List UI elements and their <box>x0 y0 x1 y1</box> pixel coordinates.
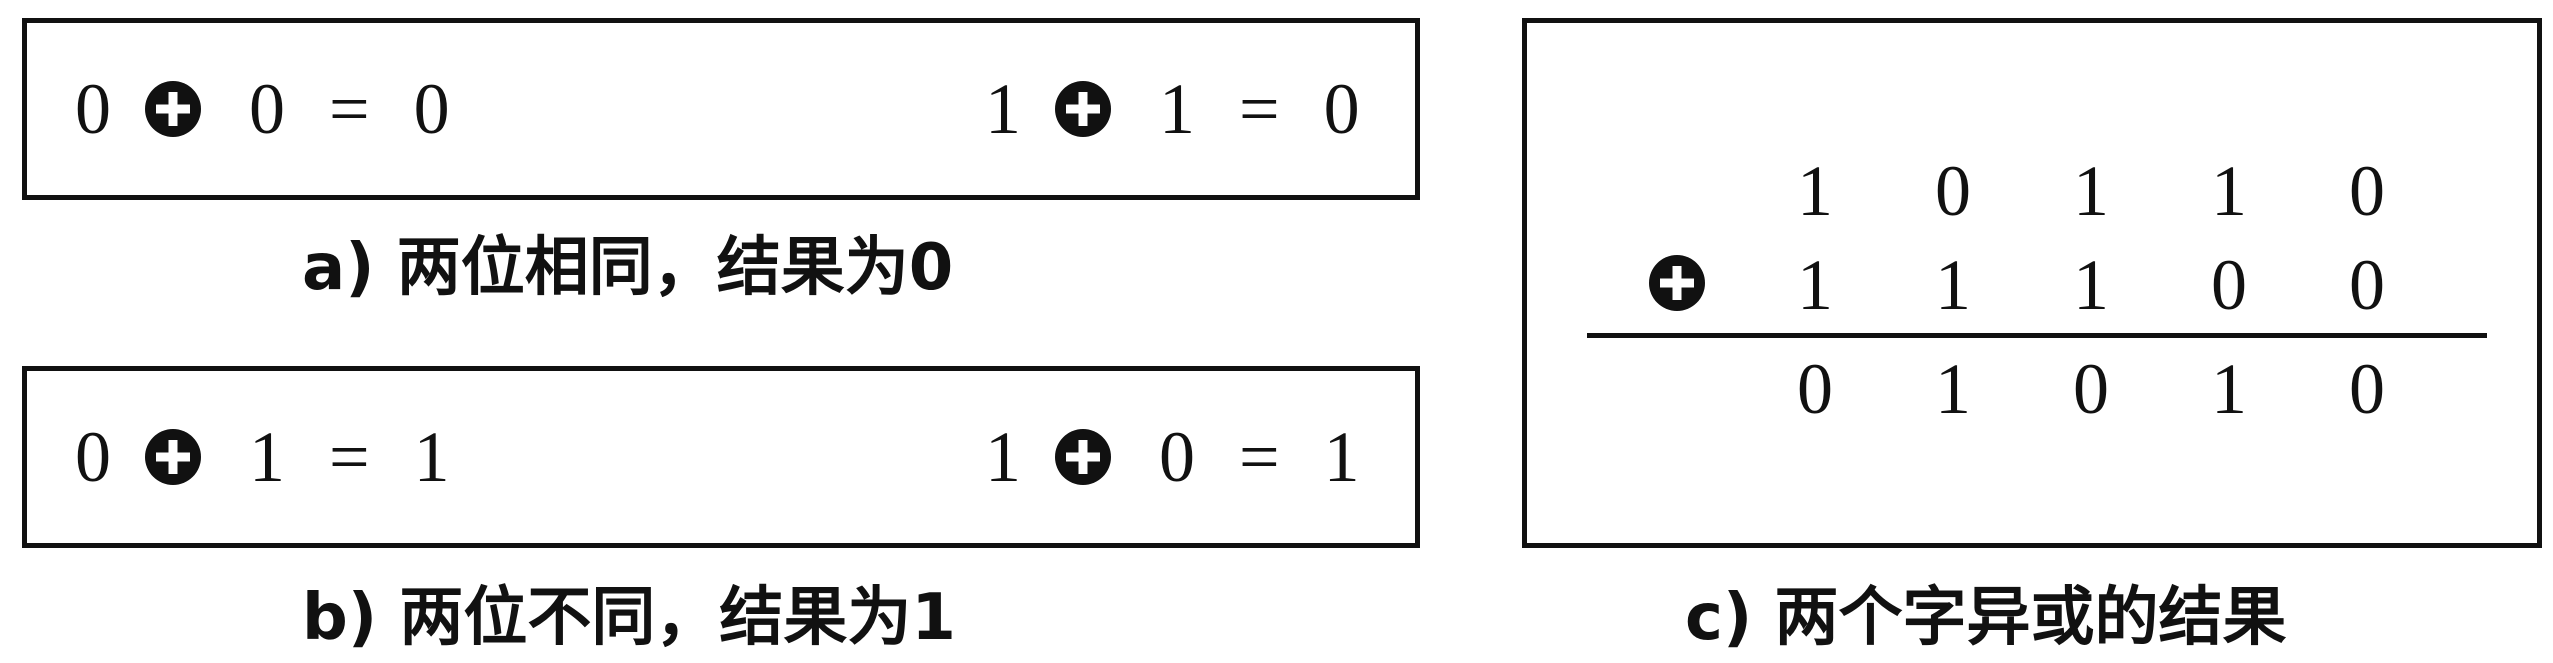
panel-a-caption: a) 两位相同，结果为0 <box>302 231 954 305</box>
operand-left: 1 <box>985 69 1021 149</box>
row2-digit: 0 <box>2349 245 2385 325</box>
row1-digit: 1 <box>2073 151 2109 231</box>
result-value: 0 <box>413 69 450 149</box>
xor-icon <box>1055 429 1111 485</box>
panel-a-left-equation: 0 0 = 0 <box>75 23 450 195</box>
panel-b-left-equation: 0 1 = 1 <box>75 371 450 543</box>
row1-digit: 1 <box>1797 151 1833 231</box>
result-value: 0 <box>1323 69 1360 149</box>
xor-icon <box>145 429 201 485</box>
operand-right: 1 <box>1159 69 1195 149</box>
row2-digit: 1 <box>1797 245 1833 325</box>
result-value: 1 <box>413 417 450 497</box>
panel-c-box: 1 0 1 1 0 1 1 1 0 0 0 1 0 1 0 <box>1522 18 2542 548</box>
result-digit: 0 <box>1797 349 1833 429</box>
equals-sign: = <box>1239 417 1280 497</box>
panel-b-box: 0 1 = 1 1 0 = 1 <box>22 366 1420 548</box>
operand-right: 0 <box>249 69 285 149</box>
result-digit: 0 <box>2073 349 2109 429</box>
panel-b-right-equation: 1 0 = 1 <box>985 371 1360 543</box>
row2-digit: 1 <box>1935 245 1971 325</box>
operand-right: 0 <box>1159 417 1195 497</box>
panel-b-caption: b) 两位不同，结果为1 <box>302 581 956 655</box>
xor-icon <box>145 81 201 137</box>
result-digit: 1 <box>2211 349 2247 429</box>
operand-right: 1 <box>249 417 285 497</box>
row1-digit: 0 <box>2349 151 2385 231</box>
row2-digit: 1 <box>2073 245 2109 325</box>
panel-a-box: 0 0 = 0 1 1 = 0 <box>22 18 1420 200</box>
panel-a-right-equation: 1 1 = 0 <box>985 23 1360 195</box>
xor-icon <box>1649 255 1705 311</box>
row1-digit: 1 <box>2211 151 2247 231</box>
operand-left: 1 <box>985 417 1021 497</box>
panel-c-caption: c) 两个字异或的结果 <box>1685 581 2287 655</box>
equals-sign: = <box>329 417 370 497</box>
sum-rule <box>1587 333 2487 338</box>
equals-sign: = <box>329 69 370 149</box>
result-digit: 0 <box>2349 349 2385 429</box>
operand-left: 0 <box>75 69 111 149</box>
result-digit: 1 <box>1935 349 1971 429</box>
xor-icon <box>1055 81 1111 137</box>
row2-digit: 0 <box>2211 245 2247 325</box>
result-value: 1 <box>1323 417 1360 497</box>
equals-sign: = <box>1239 69 1280 149</box>
operand-left: 0 <box>75 417 111 497</box>
row1-digit: 0 <box>1935 151 1971 231</box>
